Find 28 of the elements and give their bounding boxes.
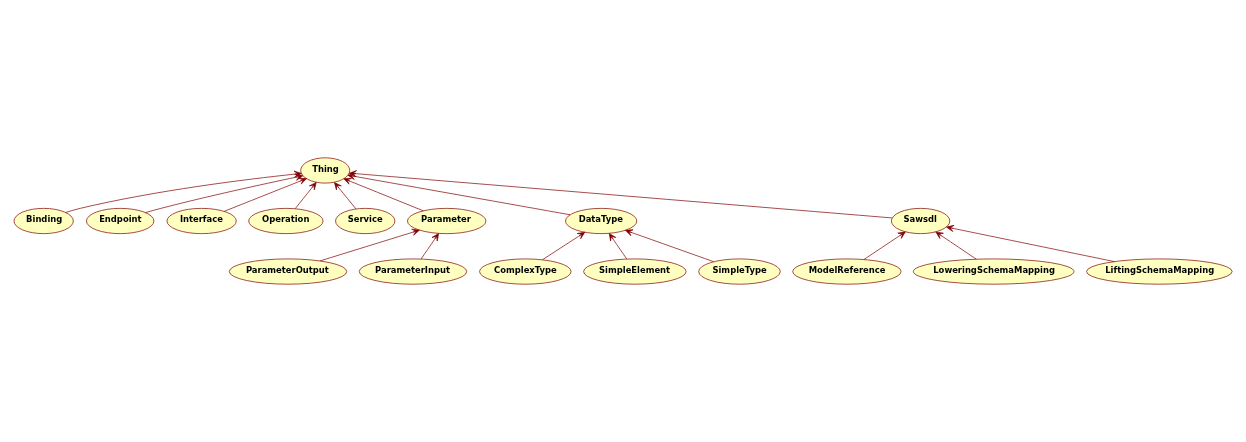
- arrow: [294, 182, 317, 209]
- node-ellipse: ComplexType: [479, 258, 572, 285]
- arrow: [145, 173, 304, 213]
- node-ellipse: LoweringSchemaMapping: [912, 258, 1075, 285]
- arrow: [319, 228, 420, 262]
- node-ellipse: Service: [335, 208, 396, 234]
- arrow: [863, 231, 906, 260]
- arrow: [946, 225, 1115, 262]
- arrow: [343, 178, 424, 212]
- node-ellipse: LiftingSchemaMapping: [1086, 258, 1233, 285]
- node-ellipse: SimpleType: [698, 258, 781, 285]
- arrow: [608, 233, 628, 260]
- node-ellipse: ParameterOutput: [228, 258, 348, 285]
- node-ellipse: Endpoint: [86, 208, 155, 234]
- arrow: [542, 231, 586, 261]
- node-ellipse: ParameterInput: [358, 258, 468, 285]
- arrow: [420, 233, 439, 260]
- node-ellipse: SimpleElement: [583, 258, 687, 285]
- node-ellipse: Sawsdl: [891, 208, 951, 234]
- arrow: [223, 177, 307, 212]
- node-ellipse: Binding: [13, 208, 74, 234]
- arrow: [625, 229, 714, 262]
- arrow: [65, 170, 302, 213]
- node-ellipse: Operation: [248, 208, 324, 234]
- arrow: [935, 231, 977, 260]
- node-ellipse: Interface: [166, 208, 237, 234]
- arrow: [334, 182, 357, 210]
- node-ellipse: ModelReference: [792, 258, 902, 285]
